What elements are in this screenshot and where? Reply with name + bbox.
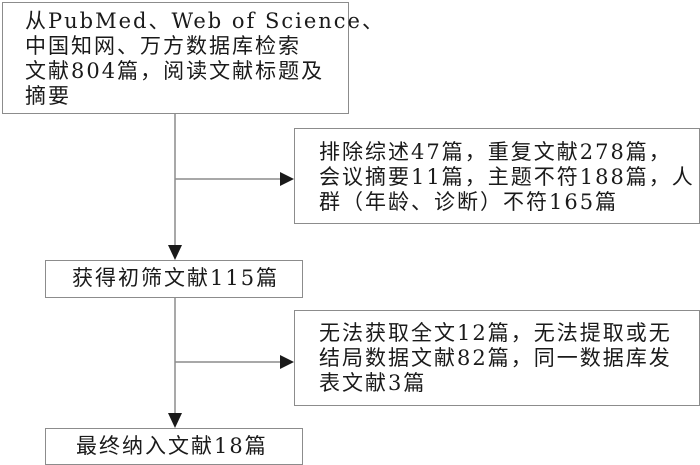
screened-line-1: 获得初筛文献115篇 bbox=[72, 266, 280, 290]
search-line-1: 从PubMed、Web of Science、 bbox=[25, 9, 385, 33]
included-box: 最终纳入文献18篇 bbox=[45, 428, 303, 465]
exclusion2-line-1: 无法获取全文12篇，无法提取或无 bbox=[319, 321, 672, 345]
screened-box: 获得初筛文献115篇 bbox=[45, 260, 303, 298]
arrow-down-to-included bbox=[168, 413, 182, 428]
screened-box-text: 获得初筛文献115篇 bbox=[72, 266, 279, 291]
search-box-text: 从PubMed、Web of Science、中国知网、万方数据库检索文献804… bbox=[25, 9, 385, 109]
arrow-right-to-exclusion2 bbox=[280, 355, 294, 369]
search-box: 从PubMed、Web of Science、中国知网、万方数据库检索文献804… bbox=[2, 2, 383, 114]
arrow-right-to-exclusion1 bbox=[280, 172, 294, 186]
exclusion2-box-text: 无法获取全文12篇，无法提取或无结局数据文献82篇，同一数据库发表文献3篇 bbox=[319, 321, 672, 396]
exclusion1-box-text: 排除综述47篇，重复文献278篇，会议摘要11篇，主题不符188篇，人群（年龄、… bbox=[319, 140, 695, 215]
exclusion2-line-2: 结局数据文献82篇，同一数据库发 bbox=[319, 346, 672, 370]
included-box-text: 最终纳入文献18篇 bbox=[76, 434, 268, 459]
search-line-3: 文献804篇，阅读文献标题及 bbox=[25, 59, 325, 83]
exclusion1-line-1: 排除综述47篇，重复文献278篇， bbox=[319, 140, 672, 164]
exclusion1-box: 排除综述47篇，重复文献278篇，会议摘要11篇，主题不符188篇，人群（年龄、… bbox=[294, 128, 700, 224]
search-line-2: 中国知网、万方数据库检索 bbox=[25, 34, 301, 58]
included-line-1: 最终纳入文献18篇 bbox=[76, 434, 268, 458]
exclusion2-box: 无法获取全文12篇，无法提取或无结局数据文献82篇，同一数据库发表文献3篇 bbox=[294, 310, 700, 406]
exclusion1-line-2: 会议摘要11篇，主题不符188篇，人 bbox=[319, 165, 695, 189]
arrow-down-to-screened bbox=[168, 245, 182, 260]
exclusion2-line-3: 表文献3篇 bbox=[319, 371, 427, 395]
search-line-4: 摘要 bbox=[25, 84, 71, 108]
exclusion1-line-3: 群（年龄、诊断）不符165篇 bbox=[319, 190, 619, 214]
